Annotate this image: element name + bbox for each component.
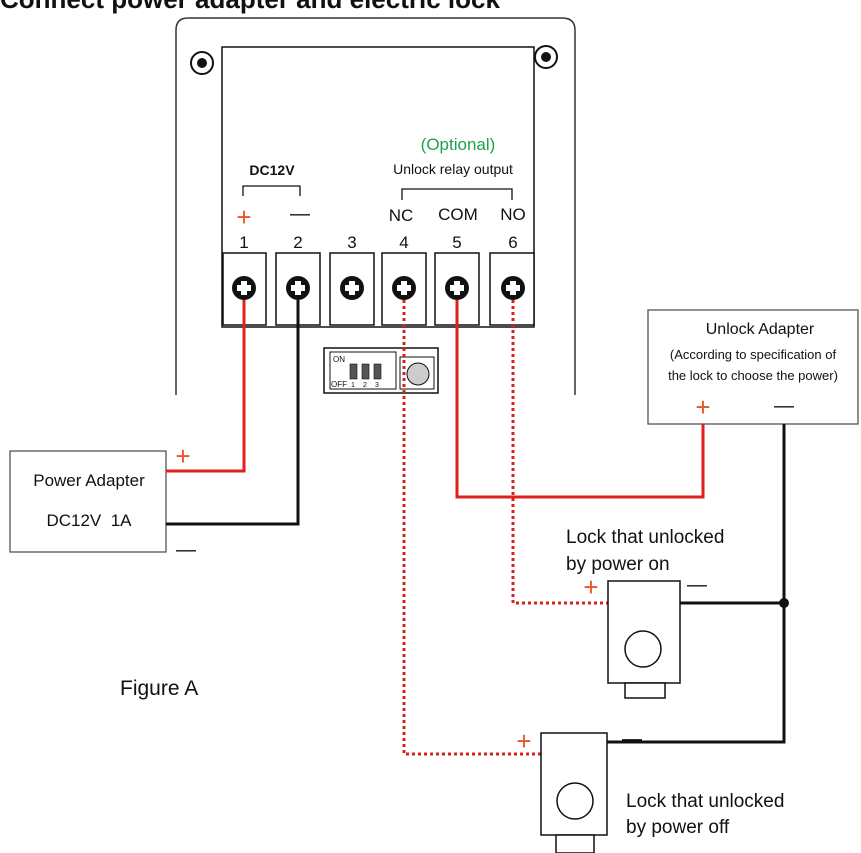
- wire-terminal2-to-adapter-minus: [166, 300, 300, 526]
- reset-button-icon[interactable]: [406, 362, 430, 386]
- unlock-adapter-plus-sign: +: [695, 392, 710, 422]
- lock-power-on-minus-sign: —: [687, 574, 707, 596]
- lock-power-on-plus-sign: +: [583, 572, 598, 602]
- dip-switch-1[interactable]: [349, 363, 358, 380]
- wire-nc-to-lock-off: [402, 300, 541, 756]
- screw-hole-left: [190, 51, 214, 75]
- lock-power-off: [540, 732, 608, 853]
- dip-switch-2[interactable]: [361, 363, 370, 380]
- figure-label: Figure A: [120, 677, 198, 700]
- terminal-number-5: 5: [452, 233, 461, 252]
- terminal-3[interactable]: [329, 252, 375, 326]
- terminal-number-1: 1: [239, 233, 248, 252]
- com-label: COM: [438, 205, 478, 224]
- unlock-adapter-title: Unlock Adapter: [706, 321, 815, 338]
- terminal-number-4: 4: [399, 233, 408, 252]
- dip-switch-module[interactable]: ON OFF 1 2 3: [323, 347, 439, 394]
- lock-power-on: [607, 580, 681, 699]
- power-adapter-box: [9, 450, 167, 553]
- no-label: NO: [500, 205, 526, 224]
- dip-number-2: 2: [363, 382, 367, 389]
- relay-output-label: Unlock relay output: [393, 161, 513, 177]
- dip-switch-3[interactable]: [373, 363, 382, 380]
- lock-power-off-plus-sign: +: [516, 726, 531, 756]
- unlock-adapter-box: [647, 309, 859, 425]
- dc12v-label: DC12V: [249, 162, 295, 178]
- power-adapter-plus-sign: +: [175, 441, 190, 471]
- terminal-6[interactable]: [489, 252, 535, 326]
- lock-power-on-label-line1: Lock that unlocked: [566, 527, 724, 548]
- lock-power-off-label-line1: Lock that unlocked: [626, 791, 784, 812]
- page-title: Connect power adapter and electric lock: [0, 0, 500, 14]
- power-adapter-minus-sign: —: [176, 539, 196, 561]
- terminal-number-3: 3: [347, 233, 356, 252]
- lock-power-off-minus-sign: —: [622, 728, 642, 750]
- wire-junction: [779, 598, 789, 608]
- wire-unlock-adapter-minus-to-locks: [607, 424, 786, 744]
- power-adapter-title: Power Adapter: [33, 471, 145, 490]
- wire-com-to-unlock-adapter-plus: [455, 300, 705, 499]
- power-bracket: [242, 185, 301, 196]
- lock-power-on-label-line2: by power on: [566, 554, 670, 575]
- lock-power-off-label-line2: by power off: [626, 817, 730, 838]
- dotted-wires: [402, 300, 608, 756]
- black-wires: [166, 300, 786, 744]
- nc-label: NC: [389, 206, 414, 225]
- circuit-board: [221, 46, 535, 328]
- terminal-number-6: 6: [508, 233, 517, 252]
- power-adapter-spec: DC12V 1A: [46, 511, 132, 530]
- dip-on-label: ON: [333, 355, 345, 364]
- terminal-number-2: 2: [293, 233, 302, 252]
- unlock-adapter-note-line1: (According to specification of: [670, 347, 837, 362]
- dip-off-label: OFF: [331, 380, 347, 389]
- terminal-minus-sign: —: [290, 203, 310, 225]
- wire-terminal1-to-adapter-plus: [166, 300, 246, 473]
- optional-label: (Optional): [421, 135, 496, 154]
- relay-bracket: [401, 188, 513, 200]
- dip-number-3: 3: [375, 382, 379, 389]
- red-wires: [166, 300, 705, 499]
- device-housing: [175, 17, 576, 395]
- unlock-adapter-note-line2: the lock to choose the power): [668, 368, 838, 383]
- dip-number-1: 1: [351, 382, 355, 389]
- terminal-1[interactable]: [222, 252, 267, 326]
- terminal-plus-sign: +: [236, 202, 251, 232]
- unlock-adapter-minus-sign: —: [774, 395, 794, 417]
- screw-hole-right: [534, 45, 558, 69]
- wire-no-to-lock-on: [511, 300, 608, 605]
